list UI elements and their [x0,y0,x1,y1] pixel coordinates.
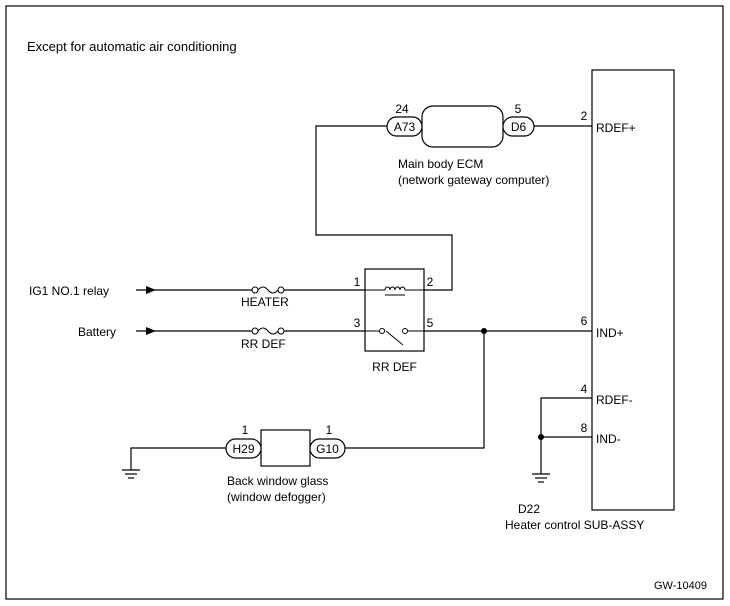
ground-symbol-right [532,473,550,483]
ecm-connector-a73-label: A73 [394,120,416,134]
ecm-body [421,105,504,148]
relay-label: RR DEF [372,360,417,374]
fuse-rr-def [251,327,285,335]
back-window-body [260,429,311,467]
wire-ecm-to-relay [315,125,453,291]
heater-control-pin-4: 4 [581,382,588,396]
heater-control-pin-2: 2 [581,109,588,123]
fuse-heater-label: HEATER [241,295,289,309]
main-body-ecm: A73 24 D6 5 Main body ECM (network gatew… [386,102,549,187]
back-window-connector-h29-label: H29 [232,442,254,456]
relay-pin-1: 1 [354,275,361,289]
heater-control-signal-ind-minus: IND- [596,432,621,446]
junction-ground [538,434,544,440]
input-battery-label: Battery [78,325,116,339]
ecm-pin-5: 5 [515,102,522,116]
ecm-pin-24: 24 [395,102,409,116]
relay-pin-3: 3 [354,316,361,330]
heater-control-connector: D22 [518,502,540,516]
relay-switch [365,330,424,346]
back-window-connector-g10 [309,438,346,459]
back-window-name: Back window glass [227,474,328,488]
ecm-name: Main body ECM [398,157,483,171]
back-window-connector-g10-label: G10 [316,442,339,456]
heater-control-signal-rdef-plus: RDEF+ [596,121,636,135]
heater-control-signal-rdef-minus: RDEF- [596,393,633,407]
diagram-frame [5,5,724,600]
wire-h29-to-ground [130,447,226,470]
heater-control-name: Heater control SUB-ASSY [505,518,644,532]
wire-junction-to-g10 [345,331,485,449]
diagram-caption: Except for automatic air conditioning [27,39,237,54]
heater-control-pin-8: 8 [581,421,588,435]
heater-control-box [591,69,675,511]
back-window-glass: H29 1 G10 1 Back window glass (window de… [225,423,346,504]
relay-pin-2: 2 [427,275,434,289]
wire-rdef-minus [540,397,592,474]
rr-def-relay: 1 2 3 5 [354,268,434,352]
relay-pin-5: 5 [427,316,434,330]
heater-control-signal-ind-plus: IND+ [596,326,624,340]
input-ig1-relay-label: IG1 NO.1 relay [29,284,109,298]
fuse-heater [251,286,285,294]
figure-id: GW-10409 [654,580,707,592]
heater-control-pin-6: 6 [581,314,588,328]
ecm-name-sub: (network gateway computer) [398,173,549,187]
ground-symbol-left [122,469,140,479]
back-window-name-sub: (window defogger) [227,490,326,504]
relay-box [364,268,425,352]
back-window-pin-h29: 1 [242,423,249,437]
ecm-connector-d6-label: D6 [511,120,527,134]
fuse-rr-def-label: RR DEF [241,337,286,351]
back-window-pin-g10: 1 [326,423,333,437]
